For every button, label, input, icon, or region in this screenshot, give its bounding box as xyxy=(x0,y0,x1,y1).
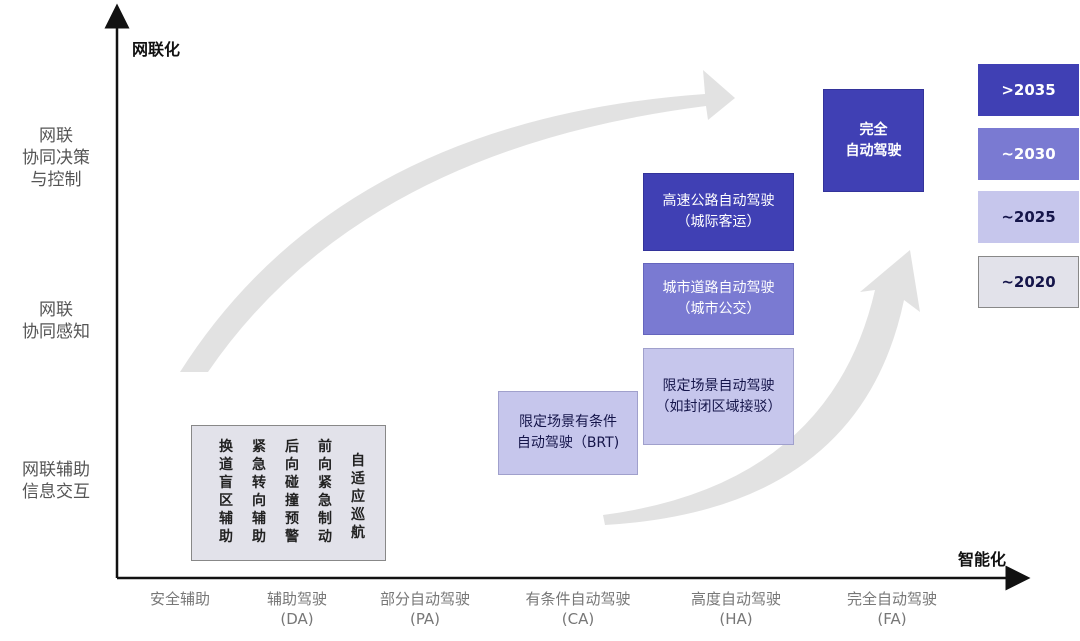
da-features-box: 换道盲区辅助 紧急转向辅助 后向碰撞预警 前向紧急制动 自适应巡航 xyxy=(191,425,386,561)
y-level-info-exchange: 网联辅助 信息交互 xyxy=(22,460,90,502)
y-axis-title: 网联化 xyxy=(132,40,181,59)
x-axis-title: 智能化 xyxy=(958,550,1007,569)
box-urban-road: 城市道路自动驾驶 （城市公交） xyxy=(643,263,794,335)
legend-2020: ~2020 xyxy=(978,256,1079,308)
x-level-fa: 完全自动驾驶 (FA) xyxy=(846,590,937,628)
x-level-da: 辅助驾驶 (DA) xyxy=(266,590,327,628)
trend-arrow-large xyxy=(180,70,735,372)
box-full-automation: 完全 自动驾驶 xyxy=(823,89,924,192)
box-highway: 高速公路自动驾驶 （城际客运） xyxy=(643,173,794,251)
box-closed-area: 限定场景自动驾驶 （如封闭区域接驳） xyxy=(643,348,794,445)
y-level-coordinated-control: 网联 协同决策 与控制 xyxy=(22,126,90,190)
feature-adaptive-cruise: 自适应巡航 xyxy=(351,453,365,541)
legend-2035: >2035 xyxy=(978,64,1079,116)
box-brt: 限定场景有条件 自动驾驶（BRT) xyxy=(498,391,638,475)
legend-2025: ~2025 xyxy=(978,191,1079,243)
feature-forward-emergency-braking: 前向紧急制动 xyxy=(318,439,332,545)
feature-rear-collision-warning: 后向碰撞预警 xyxy=(285,439,299,545)
x-level-safety-assist: 安全辅助 xyxy=(149,590,210,608)
x-level-ca: 有条件自动驾驶 (CA) xyxy=(525,590,631,628)
feature-emergency-steering: 紧急转向辅助 xyxy=(252,439,266,545)
feature-lane-change-blind-spot: 换道盲区辅助 xyxy=(219,439,233,545)
x-level-ha: 高度自动驾驶 (HA) xyxy=(690,590,781,628)
x-level-pa: 部分自动驾驶 (PA) xyxy=(379,590,470,628)
y-level-coordinated-perception: 网联 协同感知 xyxy=(22,300,90,342)
trend-arrow-small xyxy=(603,250,920,525)
legend-2030: ~2030 xyxy=(978,128,1079,180)
